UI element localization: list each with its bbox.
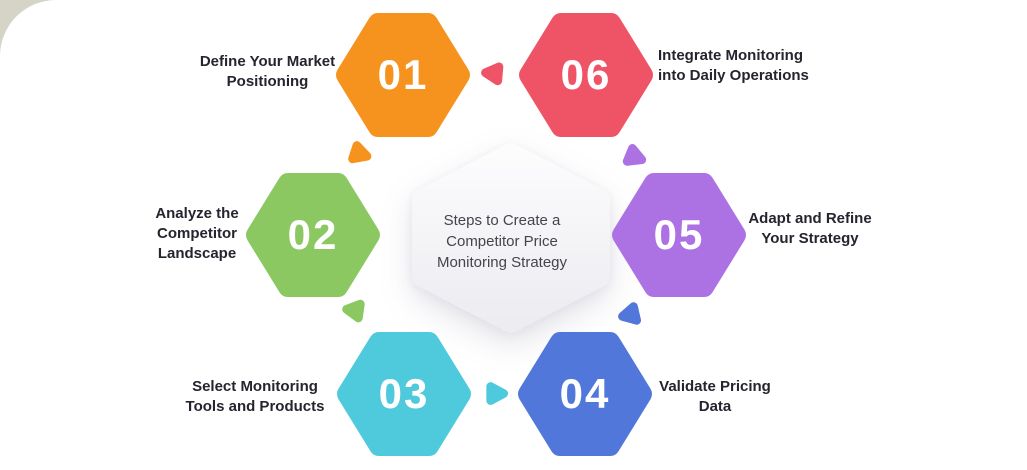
play-triangle-icon	[618, 302, 642, 325]
play-triangle-icon	[348, 141, 372, 164]
step-label-01: Define Your Market Positioning	[199, 53, 336, 90]
step-hexagon-01: 01	[336, 13, 470, 137]
hexagon-shape	[412, 143, 610, 333]
step-hexagon-03: 03	[337, 332, 471, 456]
step-number: 05	[653, 211, 705, 258]
hexagon-shape	[336, 13, 470, 137]
step-hexagon-06: 06	[519, 13, 653, 137]
step-label-05: Adapt and Refine Your Strategy	[748, 210, 872, 247]
step-number: 03	[378, 370, 430, 417]
center-hexagon: Steps to Create a Competitor Price Monit…	[412, 143, 610, 333]
step-label-06: Integrate Monitoring into Daily Operatio…	[658, 47, 809, 84]
step-number: 01	[377, 51, 429, 98]
step-label-02: Analyze the Competitor Landscape	[155, 205, 239, 262]
page-title: Steps to Create a Competitor Price Monit…	[436, 212, 568, 271]
step-hexagon-04: 04	[518, 332, 652, 456]
hexagon-shape	[337, 332, 471, 456]
step-label-04: Validate Pricing Data	[659, 378, 771, 415]
step-label-03: Select Monitoring Tools and Products	[185, 378, 325, 415]
hexagon-shape	[518, 332, 652, 456]
step-number: 04	[559, 370, 611, 417]
play-triangle-icon	[342, 299, 365, 323]
hexagon-shape	[612, 173, 746, 297]
page-corner-decoration	[0, 0, 64, 58]
play-triangle-icon	[486, 382, 508, 405]
step-number: 06	[560, 51, 612, 98]
play-triangle-icon	[481, 62, 504, 86]
play-triangle-icon	[622, 144, 647, 166]
flow-arrow-03-to-04	[482, 380, 508, 406]
step-hexagon-05: 05	[612, 173, 746, 297]
hexagon-shape	[519, 13, 653, 137]
step-hexagon-02: 02	[246, 173, 380, 297]
flow-arrow-06-to-01	[480, 60, 508, 88]
hexagon-shape	[246, 173, 380, 297]
step-number: 02	[287, 211, 339, 258]
flow-arrow-04-to-05	[615, 299, 646, 330]
flow-arrow-01-to-02	[343, 137, 376, 170]
flow-arrow-05-to-06	[617, 139, 651, 173]
flow-arrow-02-to-03	[340, 296, 369, 325]
